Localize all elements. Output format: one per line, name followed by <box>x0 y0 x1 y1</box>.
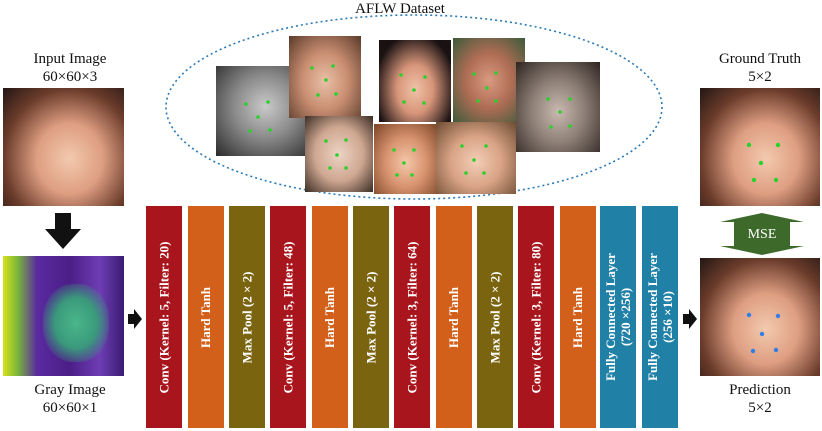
layer-maxpool-2: Max Pool (2 × 2) <box>353 206 389 428</box>
layer-conv-2: Conv (Kernel: 5, Filter: 48) <box>270 206 306 428</box>
layer-fc-2: Fully Connected Layer (256 ×10) <box>642 206 678 428</box>
layer-maxpool-1-label: Max Pool (2 × 2) <box>239 271 255 363</box>
layer-conv-4: Conv (Kernel: 3, Filter: 80) <box>518 206 554 428</box>
layer-conv-1-label: Conv (Kernel: 5, Filter: 20) <box>156 241 172 393</box>
input-image-dims: 60×60×3 <box>42 69 98 85</box>
layer-maxpool-3: Max Pool (2 × 2) <box>477 206 513 428</box>
layer-conv-3: Conv (Kernel: 3, Filter: 64) <box>394 206 430 428</box>
layer-fc-1: Fully Connected Layer (720 ×256) <box>600 206 636 428</box>
layer-fc-2-label: Fully Connected Layer (256 ×10) <box>645 253 676 381</box>
layer-hardtanh-3-label: Hard Tanh <box>446 286 462 348</box>
dataset-title: AFLW Dataset <box>355 1 445 17</box>
dataset-face-3 <box>379 40 451 122</box>
prediction-landmarks <box>746 312 781 354</box>
layer-maxpool-1: Max Pool (2 × 2) <box>229 206 265 428</box>
dataset-face-8 <box>436 122 516 194</box>
dataset-face-7 <box>374 124 438 194</box>
dataset-ellipse <box>165 14 663 200</box>
layer-conv-2-label: Conv (Kernel: 5, Filter: 48) <box>280 241 296 393</box>
layer-hardtanh-4: Hard Tanh <box>560 206 596 428</box>
mse-label: MSE <box>747 227 777 242</box>
layer-hardtanh-1: Hard Tanh <box>188 206 224 428</box>
layer-hardtanh-3: Hard Tanh <box>436 206 472 428</box>
layer-conv-1: Conv (Kernel: 5, Filter: 20) <box>146 206 182 428</box>
ground-truth-image <box>700 88 820 206</box>
input-image-title: Input Image <box>33 51 107 67</box>
down-arrow-icon <box>45 213 81 249</box>
gray-image-dims: 60×60×1 <box>42 400 98 416</box>
layer-conv-4-label: Conv (Kernel: 3, Filter: 80) <box>528 241 544 393</box>
layer-conv-3-label: Conv (Kernel: 3, Filter: 64) <box>404 241 420 393</box>
gray-image <box>3 256 124 376</box>
ground-truth-landmarks <box>746 142 781 183</box>
layer-hardtanh-1-label: Hard Tanh <box>198 286 214 348</box>
layer-hardtanh-2: Hard Tanh <box>312 206 348 428</box>
layer-maxpool-3-label: Max Pool (2 × 2) <box>487 271 503 363</box>
gray-image-title: Gray Image <box>34 382 106 398</box>
layer-hardtanh-4-label: Hard Tanh <box>570 286 586 348</box>
input-arrow-icon <box>128 309 142 329</box>
ground-truth-title: Ground Truth <box>718 51 802 67</box>
layer-hardtanh-2-label: Hard Tanh <box>322 286 338 348</box>
dataset-face-5 <box>516 62 600 152</box>
prediction-title: Prediction <box>729 382 791 398</box>
dataset-face-4 <box>453 38 525 123</box>
mse-arrow <box>720 213 804 255</box>
prediction-image <box>700 258 820 376</box>
prediction-dims: 5×2 <box>748 400 772 416</box>
input-image <box>3 88 124 206</box>
layer-fc-1-label: Fully Connected Layer (720 ×256) <box>603 253 634 381</box>
dataset-face-6 <box>305 116 373 192</box>
dataset-face-2 <box>289 36 361 118</box>
output-arrow-icon <box>683 309 697 329</box>
ground-truth-dims: 5×2 <box>748 69 772 85</box>
layer-maxpool-2-label: Max Pool (2 × 2) <box>363 271 379 363</box>
